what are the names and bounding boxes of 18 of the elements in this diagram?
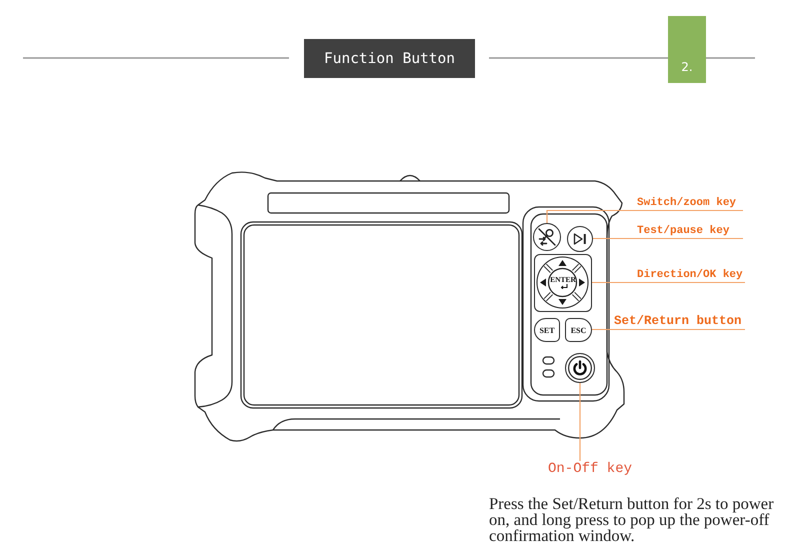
leader-line	[579, 383, 581, 461]
callout-label: Direction/OK key	[637, 268, 745, 283]
leader-line	[593, 238, 637, 240]
leader-line	[592, 328, 614, 330]
callout-label: On-Off key	[548, 461, 630, 479]
callout-label: Set/Return button	[614, 313, 745, 330]
note-text: Press the Set/Return button for 2s to power on, and long press to pop up the power-off confirmation window.	[489, 496, 775, 544]
callout-label: Test/pause key	[637, 224, 743, 239]
power-button	[565, 353, 595, 383]
play-pause-button	[567, 226, 593, 252]
zoom-switch-button	[533, 223, 561, 251]
title-banner: Function Button	[304, 39, 475, 78]
callout-label: Switch/zoom key	[637, 196, 743, 211]
set-button: SET	[534, 318, 560, 342]
page-number-tab: 2.	[668, 16, 706, 83]
leader-line	[592, 282, 637, 284]
esc-button: ESC	[565, 318, 592, 342]
leader-line	[546, 210, 637, 223]
